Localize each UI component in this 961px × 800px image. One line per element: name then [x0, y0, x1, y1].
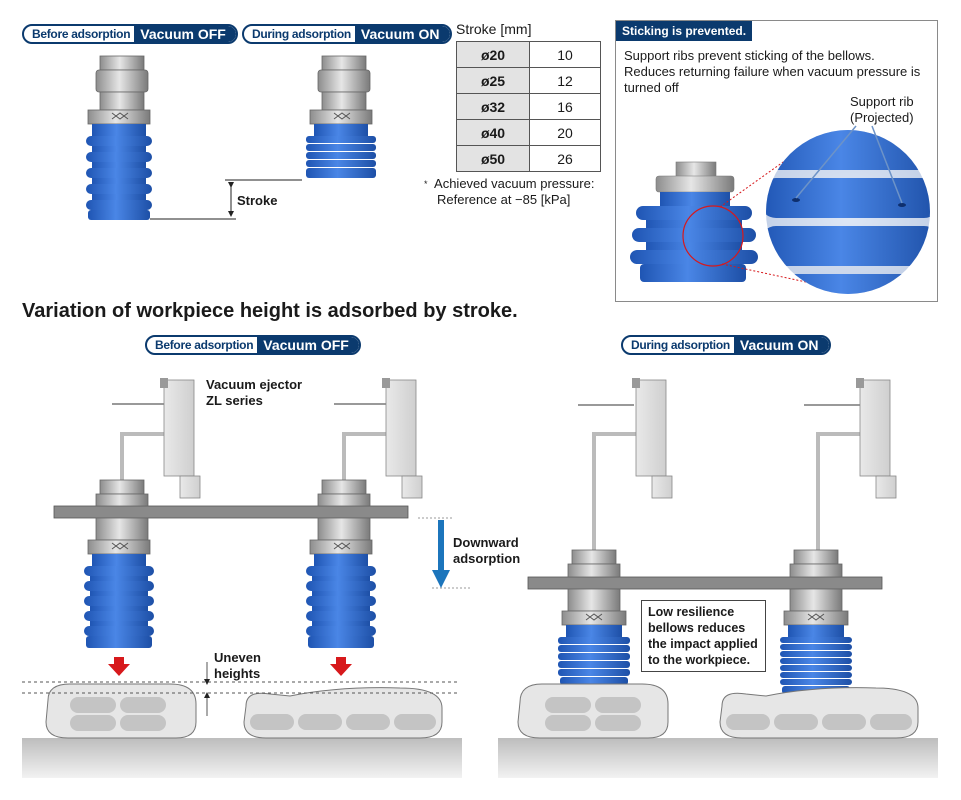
- downward-line-2: adsorption: [453, 551, 521, 566]
- uneven-line-2: heights: [214, 666, 261, 681]
- support-rib-line-2: (Projected): [850, 110, 914, 125]
- sticking-description: Support ribs prevent sticking of the bel…: [624, 48, 934, 96]
- workpiece-right-2: [719, 687, 919, 739]
- badge-vacuum-off: Vacuum OFF: [257, 337, 359, 353]
- downward-arrow: [418, 517, 470, 589]
- table-cell-stroke: 26: [529, 145, 601, 172]
- downward-line-1: Downward: [453, 535, 519, 550]
- stroke-label: Stroke: [237, 193, 278, 208]
- pad-left-2: [306, 479, 376, 676]
- note-line-1: Achieved vacuum pressure:: [434, 176, 595, 191]
- stroke-note: * Achieved vacuum pressure: Reference at…: [424, 176, 594, 208]
- table-cell-diameter: ø40: [456, 119, 530, 146]
- vacuum-ejector-line-1: Vacuum ejector: [206, 377, 303, 392]
- stroke-dimension: [150, 179, 302, 220]
- uneven-height-guides: [22, 662, 458, 716]
- vacuum-ejector-line-2: ZL series: [206, 393, 263, 408]
- badge-during-top: During adsorption Vacuum ON: [242, 24, 452, 44]
- badge-before-top: Before adsorption Vacuum OFF: [22, 24, 238, 44]
- uneven-line-1: Uneven: [214, 650, 261, 665]
- sticking-title: Sticking is prevented.: [616, 21, 753, 41]
- badge-vacuum-on: Vacuum ON: [733, 337, 829, 353]
- table-cell-diameter: ø50: [456, 145, 530, 172]
- vacuum-ejector-label: Vacuum ejector ZL series: [206, 377, 302, 409]
- resilience-line-4: to the workpiece.: [648, 653, 751, 667]
- badge-before-label: Before adsorption: [155, 338, 254, 352]
- table-cell-stroke: 16: [529, 93, 601, 120]
- sticking-line-1: Support ribs prevent sticking of the bel…: [624, 48, 875, 63]
- mounting-plate-left: [53, 505, 409, 519]
- badge-vacuum-off: Vacuum OFF: [134, 26, 236, 42]
- support-rib-label: Support rib (Projected): [850, 94, 914, 126]
- badge-during-label: During adsorption: [631, 338, 730, 352]
- support-rib-line-1: Support rib: [850, 94, 914, 109]
- low-resilience-callout: Low resilience bellows reduces the impac…: [641, 600, 766, 672]
- uneven-heights-label: Uneven heights: [214, 650, 261, 682]
- badge-during-label: During adsorption: [252, 27, 351, 41]
- pad-right-1: [558, 549, 630, 685]
- pad-vacuum-off-top: [86, 55, 152, 220]
- table-cell-stroke: 20: [529, 119, 601, 146]
- table-cell-stroke: 12: [529, 67, 601, 94]
- workpiece-left-1: [45, 683, 197, 739]
- pad-left-1: [84, 479, 154, 676]
- badge-during-bottom: During adsorption Vacuum ON: [621, 335, 831, 355]
- table-cell-stroke: 10: [529, 41, 601, 68]
- workpiece-right-1: [517, 683, 669, 739]
- ejector-left-1: [112, 378, 201, 499]
- table-cell-diameter: ø32: [456, 93, 530, 120]
- pad-right-2: [780, 549, 852, 694]
- note-line-2: Reference at −85 [kPa]: [437, 192, 571, 207]
- note-mark: *: [424, 179, 428, 189]
- resilience-line-1: Low resilience: [648, 605, 735, 619]
- resilience-line-2: bellows reduces: [648, 621, 746, 635]
- badge-before-label: Before adsorption: [32, 27, 131, 41]
- resilience-line-3: the impact applied: [648, 637, 758, 651]
- sticking-line-2: Reduces returning failure when vacuum pr…: [624, 64, 921, 95]
- ejector-left-2: [334, 378, 423, 499]
- ejector-right-2: [804, 378, 897, 550]
- ejector-right-1: [578, 378, 673, 550]
- pad-vacuum-on-top: [306, 55, 376, 178]
- badge-vacuum-on: Vacuum ON: [354, 26, 450, 42]
- table-cell-diameter: ø25: [456, 67, 530, 94]
- sticking-panel: Sticking is prevented. Support ribs prev…: [615, 20, 938, 302]
- table-cell-diameter: ø20: [456, 41, 530, 68]
- section-heading: Variation of workpiece height is adsorbe…: [22, 300, 518, 322]
- floor-left: [22, 738, 462, 778]
- mounting-plate-right: [527, 576, 883, 590]
- floor-right: [498, 738, 938, 778]
- downward-adsorption-label: Downward adsorption: [453, 535, 520, 567]
- stroke-table-title: Stroke [mm]: [456, 21, 532, 37]
- workpiece-left-2: [243, 687, 443, 739]
- badge-before-bottom: Before adsorption Vacuum OFF: [145, 335, 361, 355]
